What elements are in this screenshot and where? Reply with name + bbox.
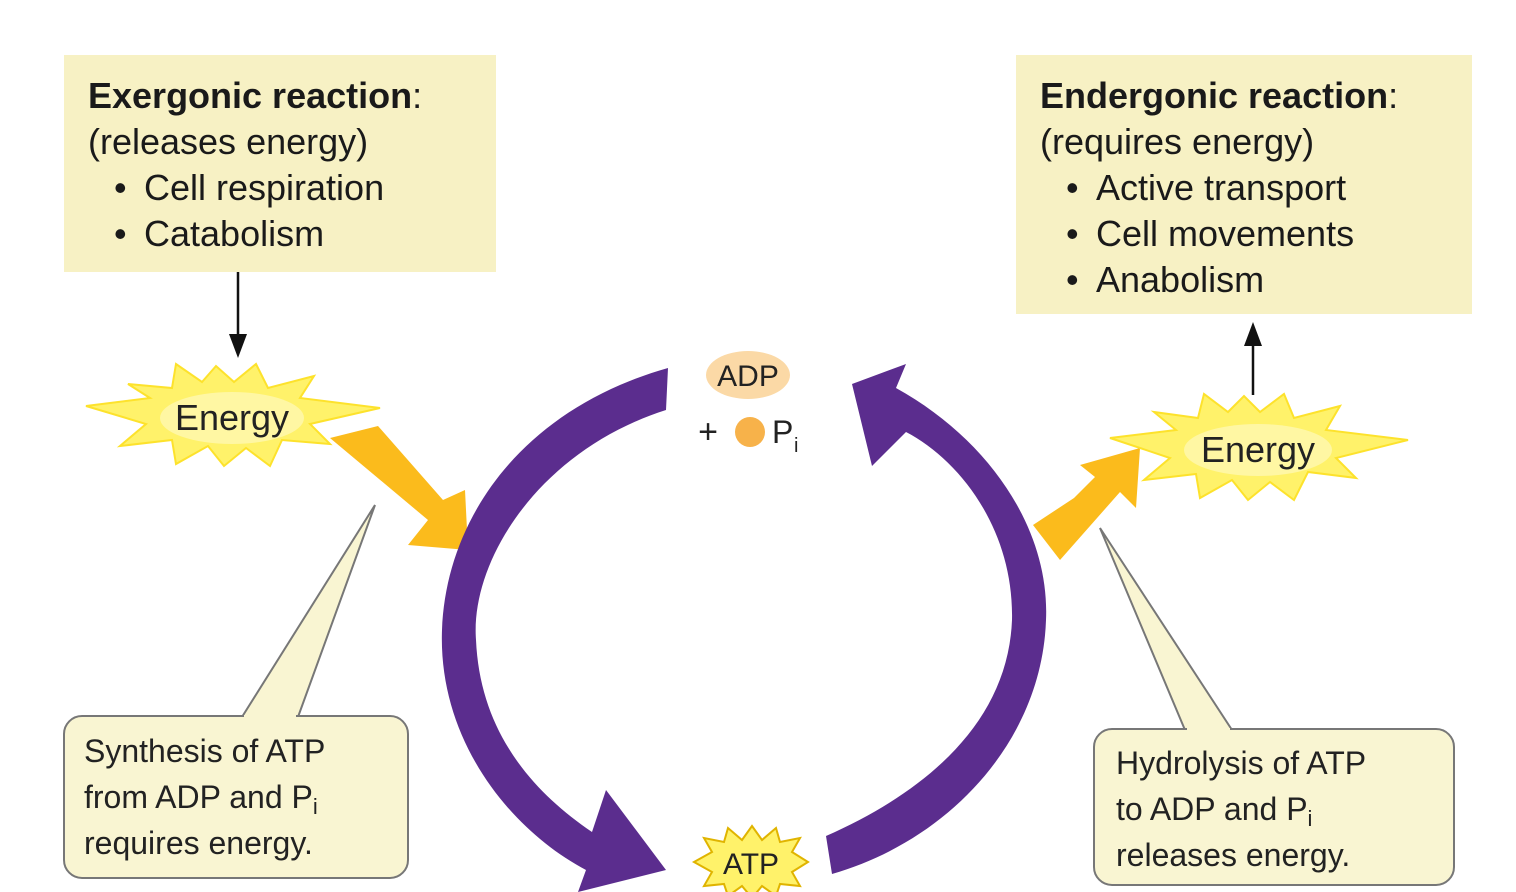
hydrolysis-text: Hydrolysis of ATP to ADP and Pi releases…: [1116, 740, 1446, 878]
energy-label-left: Energy: [175, 397, 289, 438]
exergonic-title: Exergonic reaction:: [88, 75, 423, 116]
synthesis-line-1: Synthesis of ATP: [84, 733, 326, 769]
exergonic-subtitle: (releases energy): [88, 121, 369, 162]
atp-burst-icon: ATP: [691, 824, 810, 892]
pi-label: P: [772, 414, 793, 450]
endergonic-box: Endergonic reaction: (requires energy) •…: [1016, 55, 1472, 314]
atp-label: ATP: [723, 848, 779, 881]
exergonic-box: Exergonic reaction: (releases energy) •C…: [64, 55, 496, 272]
endergonic-list: •Active transport •Cell movements •Anabo…: [1040, 165, 1450, 303]
hydrolysis-line-2: to ADP and Pi: [1116, 791, 1313, 831]
down-arrow: [229, 272, 247, 358]
list-item: •Active transport: [1066, 167, 1347, 208]
synthesis-text: Synthesis of ATP from ADP and Pi require…: [84, 728, 404, 866]
exergonic-list: •Cell respiration •Catabolism: [88, 165, 474, 257]
adp-label: ADP: [717, 360, 779, 393]
list-item: •Cell respiration: [114, 167, 385, 208]
hydrolysis-callout: [1093, 527, 1455, 886]
synthesis-line-2: from ADP and Pi: [84, 779, 318, 819]
list-item: •Anabolism: [1066, 259, 1265, 300]
energy-arrow-right: [1033, 448, 1140, 560]
list-item: •Catabolism: [114, 213, 325, 254]
synthesis-callout: [63, 504, 409, 879]
energy-arrow-left: [330, 426, 468, 550]
synthesis-line-3: requires energy.: [84, 825, 313, 861]
energy-burst-right-icon: Energy: [1109, 392, 1409, 502]
energy-burst-left-icon: Energy: [85, 362, 381, 468]
cycle-arrow-right: [826, 364, 1047, 874]
list-item: •Cell movements: [1066, 213, 1355, 254]
adp-pill: ADP: [706, 351, 790, 399]
cycle-arrow-left: [441, 368, 668, 892]
plus-sign: +: [698, 413, 718, 451]
endergonic-title: Endergonic reaction:: [1040, 75, 1399, 116]
energy-label-right: Energy: [1201, 429, 1315, 470]
phosphate-dot-icon: [735, 417, 765, 447]
pi-subscript: i: [794, 435, 798, 457]
hydrolysis-line-1: Hydrolysis of ATP: [1116, 745, 1367, 781]
up-arrow: [1244, 322, 1262, 395]
hydrolysis-line-3: releases energy.: [1116, 837, 1351, 873]
endergonic-subtitle: (requires energy): [1040, 121, 1315, 162]
